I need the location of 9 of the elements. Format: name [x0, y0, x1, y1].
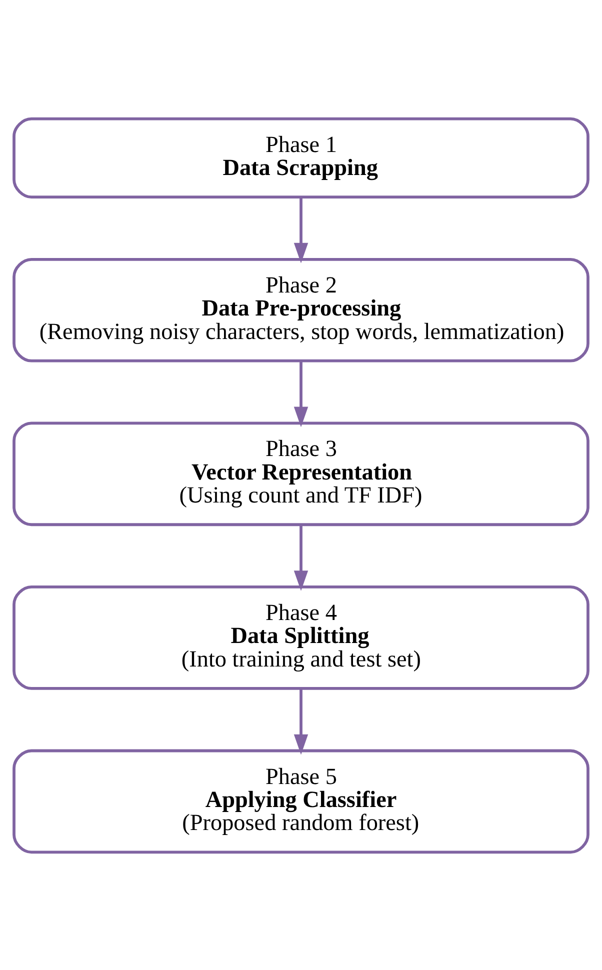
arrow	[294, 688, 308, 754]
arrow	[294, 196, 308, 263]
node-box: Phase 4 Data Splitting (Into training and test set)	[12, 585, 590, 690]
node-box: Phase 5 Applying Classifier (Proposed random forest)	[12, 748, 590, 854]
node-box: Phase 2 Data Pre-processing (Removing noisy characters, stop words, lemmatization)	[12, 257, 590, 362]
arrow	[294, 360, 308, 427]
node-box: Phase 1 Data Scrapping	[12, 116, 590, 198]
node-box: Phase 3 Vector Representation (Using count and TF IDF)	[12, 421, 590, 526]
arrow	[294, 524, 308, 590]
